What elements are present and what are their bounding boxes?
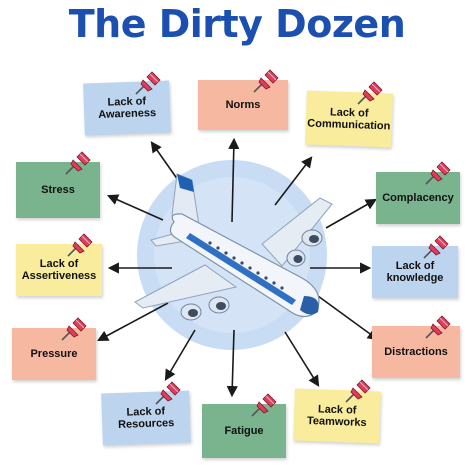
factor-note-2: Norms xyxy=(198,80,288,130)
pushpin-icon xyxy=(253,69,279,93)
arrow-distractions xyxy=(317,295,379,341)
factor-label: Fatigue xyxy=(224,425,264,437)
pushpin-icon xyxy=(67,233,93,257)
pushpin-icon xyxy=(357,81,383,105)
factor-label: Lack of Communication xyxy=(307,106,391,133)
factor-label: Lack of Teamworks xyxy=(306,403,367,430)
pushpin-icon xyxy=(61,317,87,341)
factor-note-4: Stress xyxy=(16,162,100,218)
pushpin-icon xyxy=(425,161,451,185)
factor-note-8: Pressure xyxy=(12,328,96,380)
factor-label: Stress xyxy=(41,184,75,196)
pushpin-icon xyxy=(135,71,161,95)
arrow-stress xyxy=(106,194,164,221)
arrow-pressure xyxy=(97,302,169,342)
arrow-teamworks xyxy=(284,331,320,387)
arrow-fatigue xyxy=(226,329,238,398)
factor-label: Lack of Assertiveness xyxy=(21,258,97,282)
arrow-resources xyxy=(164,329,196,381)
arrows xyxy=(97,137,379,398)
pushpin-icon xyxy=(251,393,277,417)
factor-label: Distractions xyxy=(384,346,448,358)
pushpin-icon xyxy=(155,381,181,405)
page-title: The Dirty Dozen xyxy=(68,2,406,46)
factor-label: Complacency xyxy=(382,192,454,204)
pushpin-icon xyxy=(423,235,449,259)
factor-label: Lack of knowledge xyxy=(386,260,444,284)
airplane-engines xyxy=(180,229,323,321)
pushpin-icon xyxy=(65,151,91,175)
factor-label: Pressure xyxy=(30,348,78,360)
factor-label: Lack of Resources xyxy=(117,405,175,431)
factor-note-7: Lack of knowledge xyxy=(372,246,458,298)
factor-note-6: Lack of Assertiveness xyxy=(16,244,102,296)
pushpin-icon xyxy=(425,315,451,339)
airplane-icon xyxy=(134,173,333,321)
arrow-communication xyxy=(274,156,313,206)
factor-label: Norms xyxy=(225,99,261,111)
arrow-complacency xyxy=(325,198,377,229)
factor-note-11: Fatigue xyxy=(202,404,286,458)
arrow-norms xyxy=(228,137,240,223)
pushpin-icon xyxy=(345,379,371,403)
airplane-right-wing xyxy=(261,197,333,267)
airplane-left-wing xyxy=(134,264,238,309)
factor-note-9: Distractions xyxy=(372,326,460,378)
factor-label: Lack of Awareness xyxy=(98,95,157,122)
factor-note-5: Complacency xyxy=(376,172,460,224)
